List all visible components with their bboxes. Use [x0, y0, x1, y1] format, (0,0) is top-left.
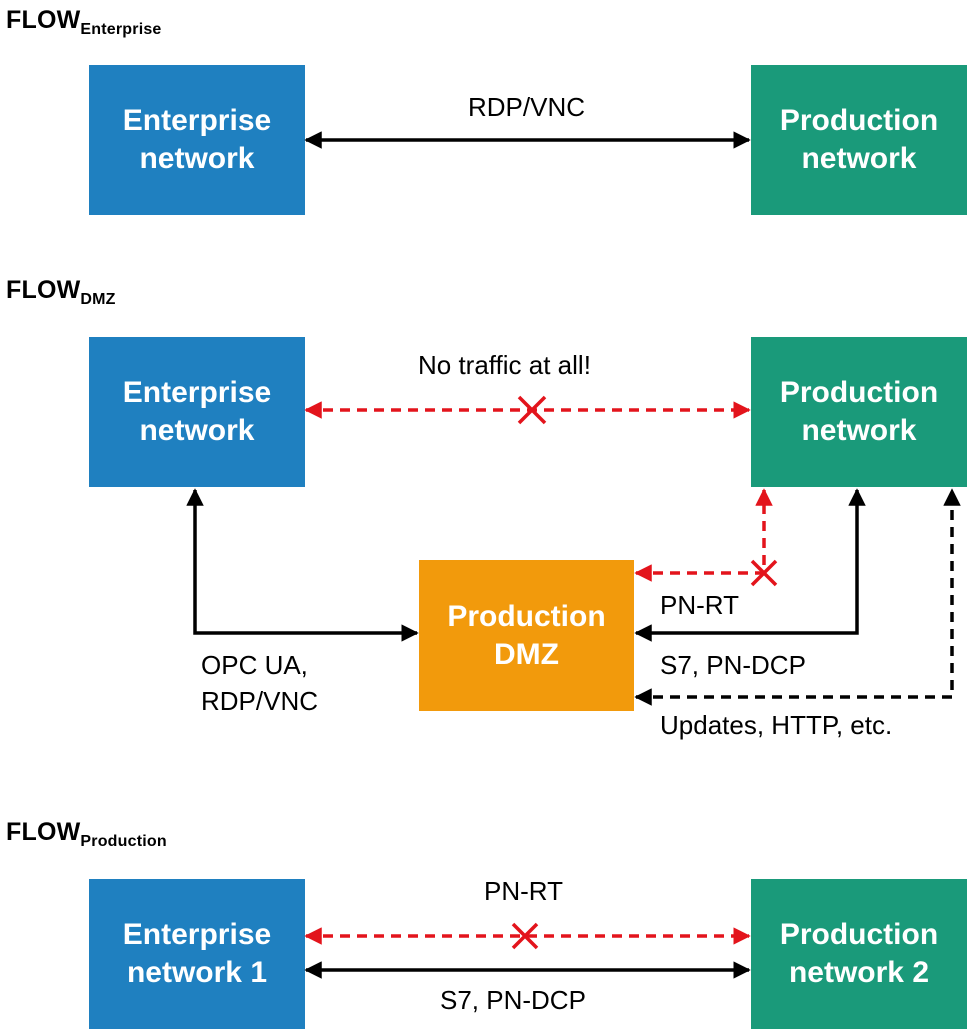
opc-ua-arrow	[186, 488, 419, 642]
pn-rt-label: PN-RT	[484, 876, 563, 906]
box-label-line2: network	[801, 142, 917, 175]
box-label-line2: network 2	[788, 956, 930, 989]
title-main: FLOW	[6, 276, 81, 304]
blocked-cross-icon	[511, 922, 539, 950]
title-subscript: Enterprise	[80, 21, 162, 38]
box-label-line1: Enterprise	[122, 104, 272, 137]
pn-rt-blocked-arrow	[634, 488, 773, 582]
title-main: FLOW	[6, 6, 81, 34]
box-label-line1: Production	[447, 599, 606, 633]
box-label-line1: Production	[779, 104, 939, 137]
title-subscript: Production	[80, 833, 167, 850]
box-label-line1: Enterprise	[122, 376, 272, 409]
production-network-box: Production network	[751, 65, 967, 215]
section-title-production: FLOWProduction	[6, 818, 167, 850]
opc-ua-label: OPC UA,	[201, 650, 308, 680]
title-subscript: DMZ	[80, 291, 116, 308]
production-network-box: Production network	[751, 337, 967, 487]
box-label-line2: network	[139, 414, 255, 447]
box-label-line1: Enterprise	[122, 918, 272, 951]
updates-http-label: Updates, HTTP, etc.	[660, 710, 893, 740]
box-label-line2: network	[139, 142, 255, 175]
box-label-line2: network	[801, 414, 917, 447]
box-label-line1: Production	[779, 376, 939, 409]
section-title-enterprise: FLOWEnterprise	[6, 6, 162, 38]
title-main: FLOW	[6, 818, 81, 846]
rdp-vnc-label: RDP/VNC	[201, 686, 319, 716]
s7-pn-dcp-label: S7, PN-DCP	[440, 985, 586, 1015]
section-title-dmz: FLOWDMZ	[6, 276, 116, 308]
production-dmz-box: Production DMZ	[419, 560, 634, 711]
enterprise-network-box: Enterprise network	[89, 337, 305, 487]
enterprise-network-box: Enterprise network	[89, 65, 305, 215]
box-label-line2: DMZ	[494, 637, 559, 671]
rdp-vnc-label: RDP/VNC	[468, 92, 586, 122]
no-traffic-label: No traffic at all!	[418, 350, 591, 380]
production-network-2-box: Production network 2	[751, 879, 967, 1029]
blocked-cross-icon	[517, 395, 547, 425]
s7-pn-dcp-arrow	[634, 488, 866, 642]
box-label-line2: network 1	[126, 956, 268, 989]
updates-http-arrow	[634, 488, 961, 706]
box-label-line1: Production	[779, 918, 939, 951]
enterprise-network-1-box: Enterprise network 1	[89, 879, 305, 1029]
